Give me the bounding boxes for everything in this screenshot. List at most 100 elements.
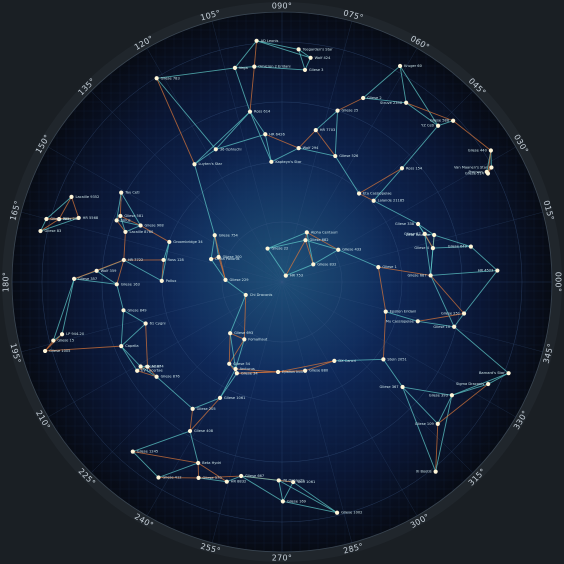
star-system[interactable]: Gliese 15 [51, 338, 74, 343]
star-marker[interactable] [119, 344, 124, 349]
star-marker[interactable] [361, 95, 366, 101]
star-marker[interactable] [190, 406, 195, 411]
star-system[interactable]: Sigma Draconis [456, 381, 491, 387]
star-marker[interactable] [296, 47, 301, 52]
star-system[interactable]: Ross 128 [161, 257, 185, 263]
star-system[interactable]: Epsilon Eridani [383, 309, 417, 314]
star-system[interactable]: YZ Ceti [421, 123, 441, 128]
star-system[interactable]: Gliese 1 [376, 265, 397, 270]
star-marker[interactable] [291, 479, 296, 485]
star-system[interactable]: Gliese 588 [430, 118, 456, 123]
star-marker[interactable] [161, 257, 166, 263]
star-system[interactable]: Gliese 514 [465, 171, 491, 176]
star-marker[interactable] [42, 348, 48, 354]
star-system[interactable]: Altair [145, 364, 162, 369]
star-marker[interactable] [269, 159, 274, 164]
star-marker[interactable] [404, 100, 409, 105]
star-system[interactable]: Wolf 1061 [291, 479, 315, 485]
star-marker[interactable] [187, 428, 193, 434]
star-marker[interactable] [143, 321, 148, 326]
star-system[interactable]: Gliese 876 [154, 374, 180, 379]
star-marker[interactable] [228, 331, 233, 336]
star-marker[interactable] [428, 273, 433, 278]
star-marker[interactable] [119, 190, 124, 195]
star-marker[interactable] [399, 166, 405, 171]
star-system[interactable]: Gliese 1061 [217, 395, 245, 401]
star-system[interactable]: HR 4523 [478, 268, 500, 273]
star-marker[interactable] [275, 369, 281, 375]
star-marker[interactable] [156, 475, 161, 480]
star-system[interactable]: Gliese 251 [441, 311, 467, 316]
star-marker[interactable] [38, 228, 43, 234]
star-system[interactable]: Gliese 649 [448, 244, 473, 249]
star-system[interactable]: Kruger 60 [397, 63, 423, 69]
star-system[interactable]: Omicron 2 Eridani [252, 64, 291, 69]
star-system[interactable]: Arcturus [233, 366, 255, 372]
star-marker[interactable] [397, 63, 403, 69]
star-marker[interactable] [196, 460, 201, 466]
star-system[interactable]: Gliese 54 [227, 361, 251, 366]
star-system[interactable]: Gliese 1005 [42, 348, 70, 354]
star-system[interactable]: Gliese 1002 [334, 510, 362, 515]
star-marker[interactable] [247, 109, 253, 114]
star-system[interactable]: 36 Ophiuchi [213, 147, 242, 152]
star-marker[interactable] [432, 232, 437, 238]
star-marker[interactable] [154, 374, 159, 379]
star-marker[interactable] [242, 337, 247, 342]
star-system[interactable]: HR 7722 [121, 257, 144, 263]
star-marker[interactable] [451, 118, 456, 123]
star-marker[interactable] [213, 147, 218, 152]
star-system[interactable]: Ross 248 [56, 217, 80, 222]
star-marker[interactable] [192, 162, 197, 167]
star-marker[interactable] [263, 132, 268, 137]
star-system[interactable]: HR 5568 [76, 215, 99, 221]
star-system[interactable]: Gliese 205 [190, 406, 216, 411]
star-system[interactable]: Gliese 1245 [130, 449, 158, 454]
star-system[interactable]: Chi Draconis [243, 292, 273, 298]
star-marker[interactable] [114, 218, 119, 223]
star-system[interactable]: Gliese 687 [408, 273, 433, 278]
star-system[interactable]: Gliese 163 [114, 282, 140, 287]
star-marker[interactable] [303, 238, 308, 243]
star-system[interactable]: Epsilon Indi [275, 369, 303, 375]
star-system[interactable]: Gliese 4 [414, 245, 436, 251]
star-system[interactable]: Stein 2051 [381, 357, 407, 362]
star-marker[interactable] [283, 273, 288, 278]
star-system[interactable]: LP 944-20 [59, 332, 85, 337]
star-system[interactable]: Gliese 832 [311, 262, 336, 267]
star-system[interactable]: Gliese 440 [468, 148, 493, 153]
star-system[interactable]: Gliese 357 [72, 276, 97, 282]
star-system[interactable]: Gliese 338 [395, 221, 421, 227]
star-marker[interactable] [145, 364, 150, 369]
star-marker[interactable] [433, 469, 438, 474]
star-marker[interactable] [44, 216, 49, 222]
star-system[interactable]: Gliese 22 [265, 246, 288, 251]
star-marker[interactable] [311, 262, 316, 267]
star-system[interactable]: Ross 614 [247, 109, 271, 114]
star-system[interactable]: Gliese 682 [303, 238, 329, 243]
star-marker[interactable] [435, 123, 441, 128]
star-marker[interactable] [415, 221, 421, 227]
star-system[interactable]: Gliese 581 [118, 213, 143, 219]
star-marker[interactable] [135, 368, 140, 373]
star-system[interactable]: Gliese 674 [138, 364, 165, 369]
star-marker[interactable] [167, 239, 172, 245]
star-system[interactable]: EV Lacertae [135, 368, 164, 373]
star-system[interactable]: Gliese 169 [280, 499, 307, 504]
star-marker[interactable] [159, 278, 164, 284]
star-system[interactable]: Gliese 34 [234, 371, 259, 376]
star-marker[interactable] [265, 246, 270, 251]
star-system[interactable]: Xi Bootis [416, 469, 438, 474]
star-marker[interactable] [138, 364, 143, 369]
star-system[interactable]: Mu Cassiopeiae [386, 319, 420, 324]
star-marker[interactable] [376, 265, 381, 270]
star-system[interactable]: Gliese 783 [154, 76, 180, 81]
star-system[interactable]: Gliese 2 [361, 95, 382, 101]
star-system[interactable]: 61 Cygni [143, 321, 166, 326]
star-marker[interactable] [243, 292, 248, 298]
star-system[interactable]: Gliese 25 [335, 108, 358, 113]
star-system[interactable]: Gliese 109 [415, 421, 440, 426]
star-marker[interactable] [400, 384, 405, 390]
star-system[interactable]: Tau Ceti [119, 190, 140, 195]
star-marker[interactable] [296, 145, 301, 151]
